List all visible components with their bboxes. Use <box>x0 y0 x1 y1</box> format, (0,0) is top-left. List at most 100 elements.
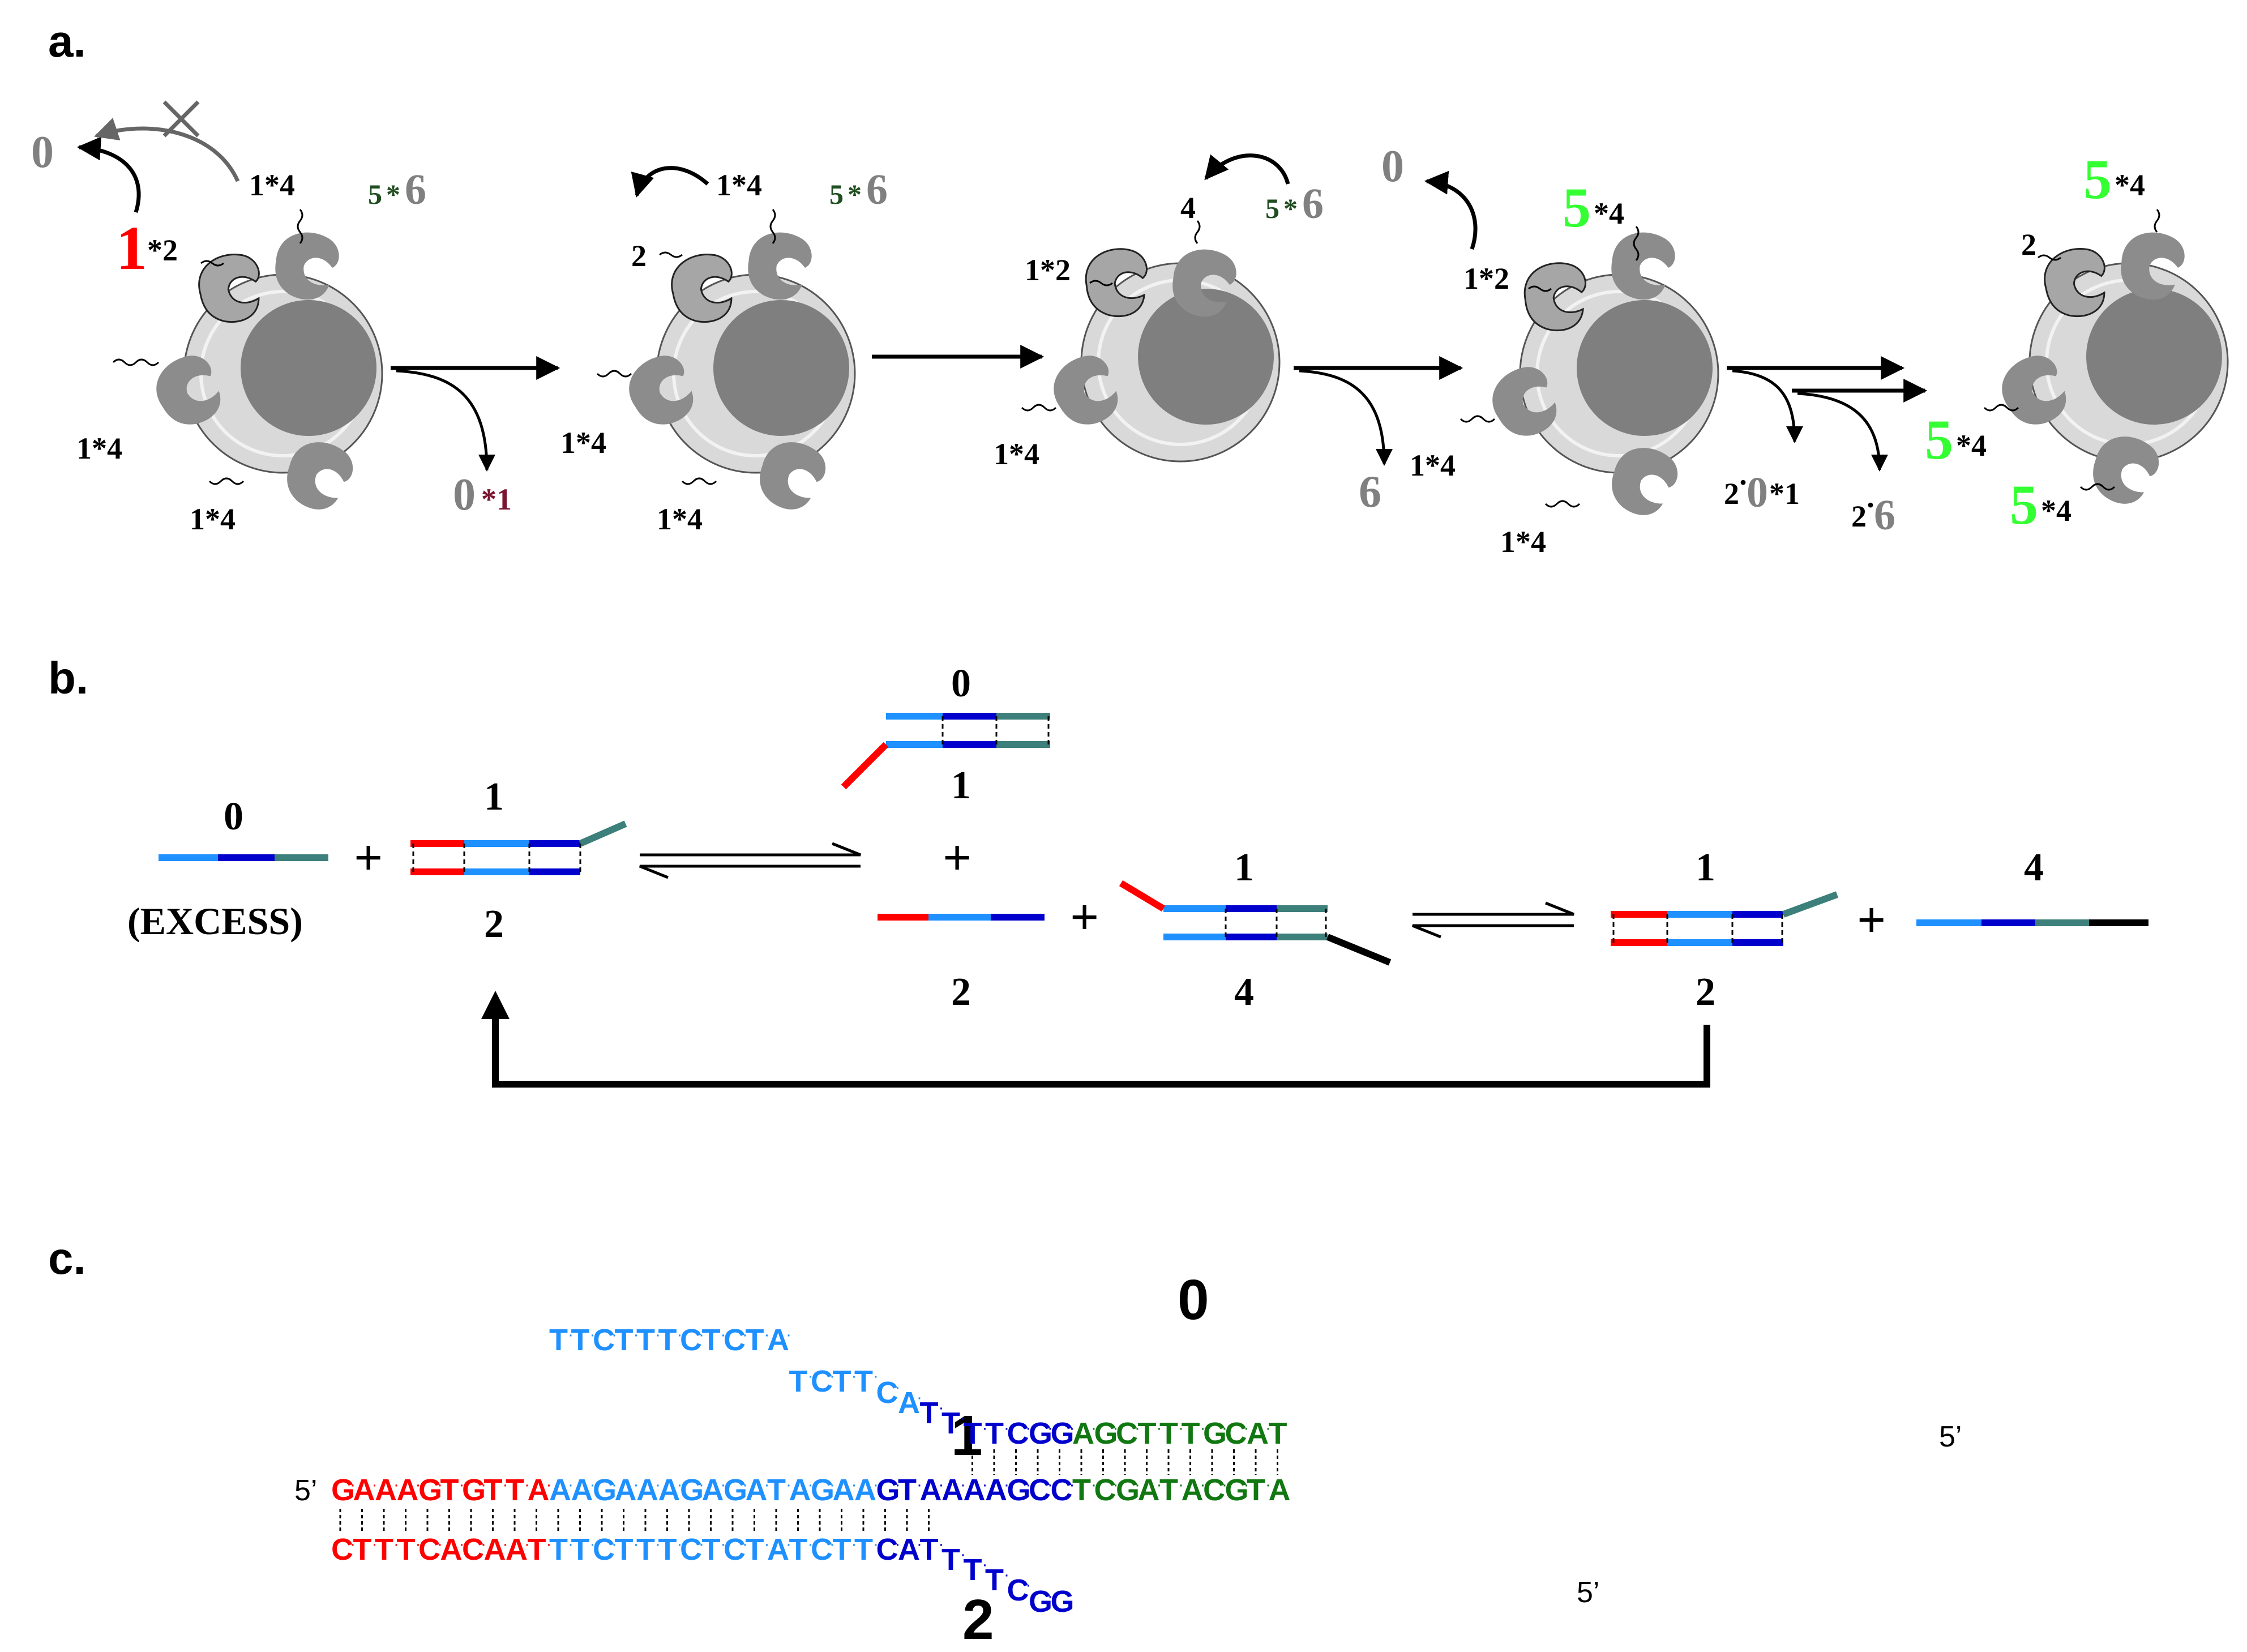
tethers-step3 <box>1021 220 1201 412</box>
panel-b-label: b. <box>48 653 88 703</box>
bead-step5 <box>1991 227 2228 512</box>
strand-1-base: A <box>854 1473 876 1507</box>
strand-label-1: 1 <box>484 775 504 819</box>
strand-label-0: 0 <box>1178 1268 1209 1332</box>
strand-2-base: T <box>375 1533 393 1567</box>
strand-1-base: A <box>375 1473 397 1507</box>
displacement-arrow <box>1424 170 1478 250</box>
strand-1-dot: · <box>742 1475 748 1494</box>
product-2: 2 <box>1724 477 1739 511</box>
label-6: 6 <box>866 166 888 213</box>
label-5: 5 <box>1925 408 1953 471</box>
strand-1-base: G <box>462 1473 486 1507</box>
strand-1-base: G <box>1116 1473 1140 1507</box>
strand-1-dot: · <box>1222 1475 1227 1494</box>
strand-2-base: T <box>571 1533 590 1567</box>
strand-2-dot: · <box>721 1535 726 1553</box>
strand-2-base: T <box>702 1533 721 1567</box>
strand-1-dot: · <box>437 1475 443 1494</box>
strand-2-dot: · <box>611 1535 617 1553</box>
strand-1-base: G <box>680 1473 704 1507</box>
strand-2-base: C <box>811 1533 833 1567</box>
strand-0-dot: · <box>1026 1419 1032 1437</box>
strand-1-base: C <box>1094 1473 1116 1507</box>
strand-0-dot: · <box>1222 1419 1227 1437</box>
strand-0-base: A <box>1247 1416 1269 1450</box>
strand-2-dot: · <box>742 1535 748 1553</box>
strand-0-base: G <box>1051 1416 1075 1450</box>
strand-0-base: C <box>876 1376 898 1410</box>
strand-2-base: C <box>593 1533 615 1567</box>
strand-0-dot: · <box>1004 1419 1009 1437</box>
strand-1-base: T <box>898 1473 917 1507</box>
strand-0-base: T <box>920 1396 939 1430</box>
strand-2-base: C <box>462 1533 484 1567</box>
strand-2-dot: · <box>764 1535 770 1553</box>
strand-1-dot: · <box>1200 1475 1206 1494</box>
label-5-input: 5 <box>1563 176 1591 239</box>
label-1-2: 1*2 <box>1025 253 1071 287</box>
strand-1-dot: · <box>634 1475 639 1494</box>
strand-1-dot: · <box>503 1475 508 1494</box>
label-1-4: 1*4 <box>76 431 122 465</box>
strand-2-dot: · <box>437 1535 443 1553</box>
strand-0-dot: · <box>611 1325 617 1344</box>
strand-1-dot: · <box>1004 1475 1009 1494</box>
strand-0-dot: · <box>1200 1419 1206 1437</box>
strand-0-base: T <box>854 1364 873 1398</box>
strand-0-dot: · <box>939 1398 944 1417</box>
strand-0-base: T <box>615 1323 634 1357</box>
plus-sign: + <box>943 830 971 886</box>
strand-1-dot: · <box>372 1475 378 1494</box>
strand-1-dot: · <box>895 1475 901 1494</box>
strand-0-dot: · <box>873 1367 879 1385</box>
label-5: 5 <box>1265 192 1279 224</box>
strand-0-base: G <box>1029 1416 1052 1450</box>
strand-2-base: T <box>789 1533 808 1567</box>
tethers-step4 <box>1460 226 1640 508</box>
strand-2-base: T <box>941 1543 960 1577</box>
strand-1-dot: · <box>764 1475 770 1494</box>
strand-1-base: T <box>440 1473 459 1507</box>
bead-step1 <box>145 227 382 518</box>
strand-1-dot: · <box>982 1475 988 1494</box>
strand-1-dot: · <box>1157 1475 1162 1494</box>
strand-1-base: A <box>985 1473 1007 1507</box>
strand-0-dot: · <box>1135 1419 1140 1437</box>
strand-0-base: T <box>746 1323 764 1357</box>
duplex-1-2-regenerated <box>1611 891 1839 946</box>
strand-2-dot: · <box>808 1535 814 1553</box>
strand-1-base: G <box>331 1473 355 1507</box>
strand-0-base: T <box>833 1364 851 1398</box>
strand-2-dot: · <box>590 1535 596 1553</box>
strand-1-base: A <box>702 1473 724 1507</box>
label-6: 6 <box>1302 180 1324 228</box>
bead-step2 <box>618 227 855 518</box>
strand-1-dot: · <box>873 1475 879 1494</box>
strand-2-dot: · <box>459 1535 465 1553</box>
strand-2-dot: · <box>655 1535 661 1553</box>
strand-label-0: 0 <box>224 795 243 838</box>
strand-1-dot: · <box>677 1475 683 1494</box>
strand-2-dot: · <box>634 1535 639 1553</box>
strand-2-dot: · <box>1047 1587 1053 1606</box>
excess-label: (EXCESS) <box>127 900 303 943</box>
strand-label-4: 4 <box>2024 846 2044 889</box>
label-1-4: 1*4 <box>1500 525 1546 559</box>
plus-sign: + <box>1070 889 1099 945</box>
strand-label-0: 0 <box>951 662 971 705</box>
strand-0-base: A <box>767 1323 789 1357</box>
strand-0-base: T <box>571 1323 590 1357</box>
strand-2-base: T <box>658 1533 677 1567</box>
strand-0-dot: · <box>699 1325 704 1344</box>
tethers-step2 <box>596 209 776 485</box>
strand-1-base: A <box>1269 1473 1291 1507</box>
strand-1-base: A <box>1138 1473 1160 1507</box>
strand-0-base: G <box>1203 1416 1227 1450</box>
duplex-1-4 <box>1119 880 1392 966</box>
product-2: 2 <box>1851 499 1867 533</box>
strand-1-base: A <box>658 1473 680 1507</box>
label-1-2: 1*2 <box>1463 262 1509 296</box>
strand-1-base: A <box>353 1473 375 1507</box>
strand-2-base: T <box>353 1533 372 1567</box>
